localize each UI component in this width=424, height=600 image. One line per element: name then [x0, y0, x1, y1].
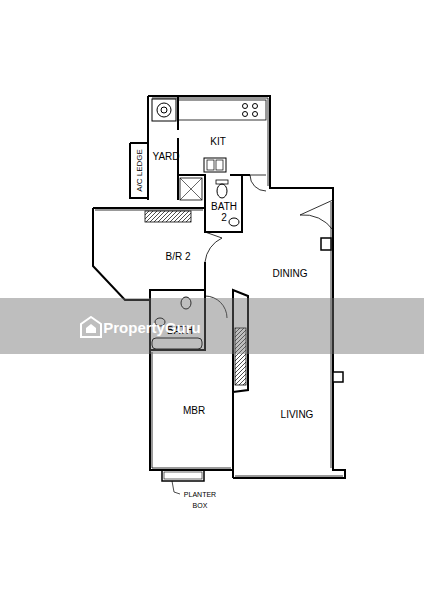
room-label: DINING	[273, 268, 308, 279]
room-label: LIVING	[281, 409, 314, 420]
ledge-label: A/C LEDGE	[134, 149, 145, 192]
room-label: BATH 2	[209, 201, 239, 223]
note-label: PLANTER BOX	[178, 489, 222, 511]
watermark-band	[0, 298, 424, 354]
room-label: B/R 2	[165, 251, 190, 262]
watermark-text: PropertyGuru	[103, 319, 201, 336]
room-label: MBR	[183, 405, 205, 416]
watermark-logo	[80, 316, 102, 338]
room-label: KIT	[210, 136, 226, 147]
room-label: YARD	[152, 151, 179, 162]
